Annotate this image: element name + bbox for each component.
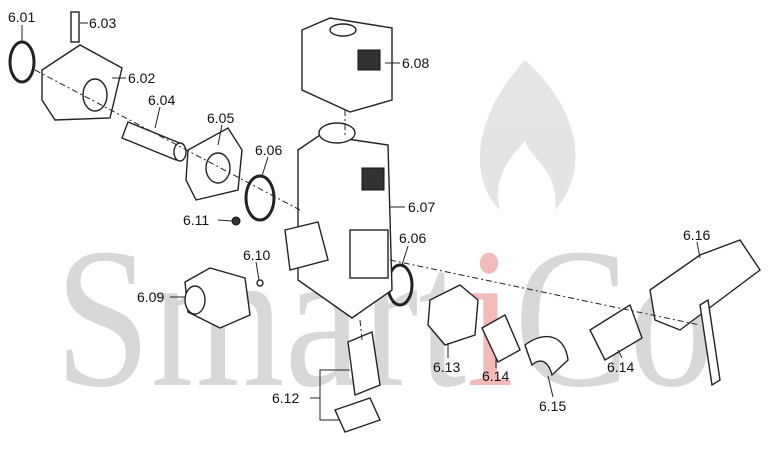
ball-valve-616: [649, 239, 761, 331]
axis-line-right: [389, 259, 701, 326]
elbow-615: [524, 335, 569, 377]
flange-port: [82, 78, 108, 112]
ball-valve-handle: [699, 298, 721, 387]
label-6-11: 6.11: [183, 212, 209, 228]
pipe-614-right: [589, 303, 643, 361]
flange-602: [41, 44, 123, 121]
test-nipple-603: [70, 11, 80, 43]
label-6-10: 6.10: [243, 247, 270, 263]
label-6-06-right: 6.06: [399, 230, 426, 246]
coil-connector-icon: [357, 49, 381, 71]
label-6-13: 6.13: [433, 359, 460, 375]
o-ring-601: [8, 40, 36, 84]
pipe-end: [173, 142, 187, 162]
coil-608: [301, 17, 393, 113]
label-6-03: 6.03: [89, 15, 116, 31]
filter-612: [347, 331, 381, 396]
o-ring-606-left: [244, 174, 276, 222]
pipe-604: [121, 121, 183, 161]
label-6-09: 6.09: [137, 289, 164, 305]
pressure-switch-609: [184, 267, 251, 329]
filter-gasket: [334, 397, 381, 433]
watermark-text-start: Smart: [55, 208, 466, 429]
valve-port: [349, 229, 389, 279]
label-6-05: 6.05: [207, 110, 234, 126]
axis-line-left: [34, 69, 301, 211]
flange-plate-port: [205, 152, 231, 184]
pressure-switch: [284, 221, 329, 271]
valve-connector-icon: [361, 167, 385, 191]
label-6-06-left: 6.06: [255, 142, 282, 158]
label-6-02: 6.02: [128, 70, 155, 86]
valve-cap: [318, 122, 356, 144]
axis-line-vertical: [344, 110, 363, 341]
label-6-12: 6.12: [272, 390, 299, 406]
flange-plate-613: [427, 284, 479, 346]
label-6-16: 6.16: [683, 227, 710, 243]
label-6-07: 6.07: [408, 199, 435, 215]
watermark-flame-icon: [479, 60, 576, 210]
pipe-614-left: [481, 314, 521, 363]
label-6-01: 6.01: [8, 9, 35, 25]
label-6-15: 6.15: [539, 398, 566, 414]
label-6-14-left: 6.14: [482, 368, 509, 384]
label-6-08: 6.08: [402, 55, 429, 71]
switch-port: [184, 285, 206, 315]
label-6-04: 6.04: [148, 92, 175, 108]
leader-lines: [21, 22, 701, 421]
screw-611: [231, 216, 241, 226]
seal-610: [256, 279, 264, 287]
label-6-14-right: 6.14: [607, 359, 634, 375]
coil-hole: [329, 23, 357, 37]
